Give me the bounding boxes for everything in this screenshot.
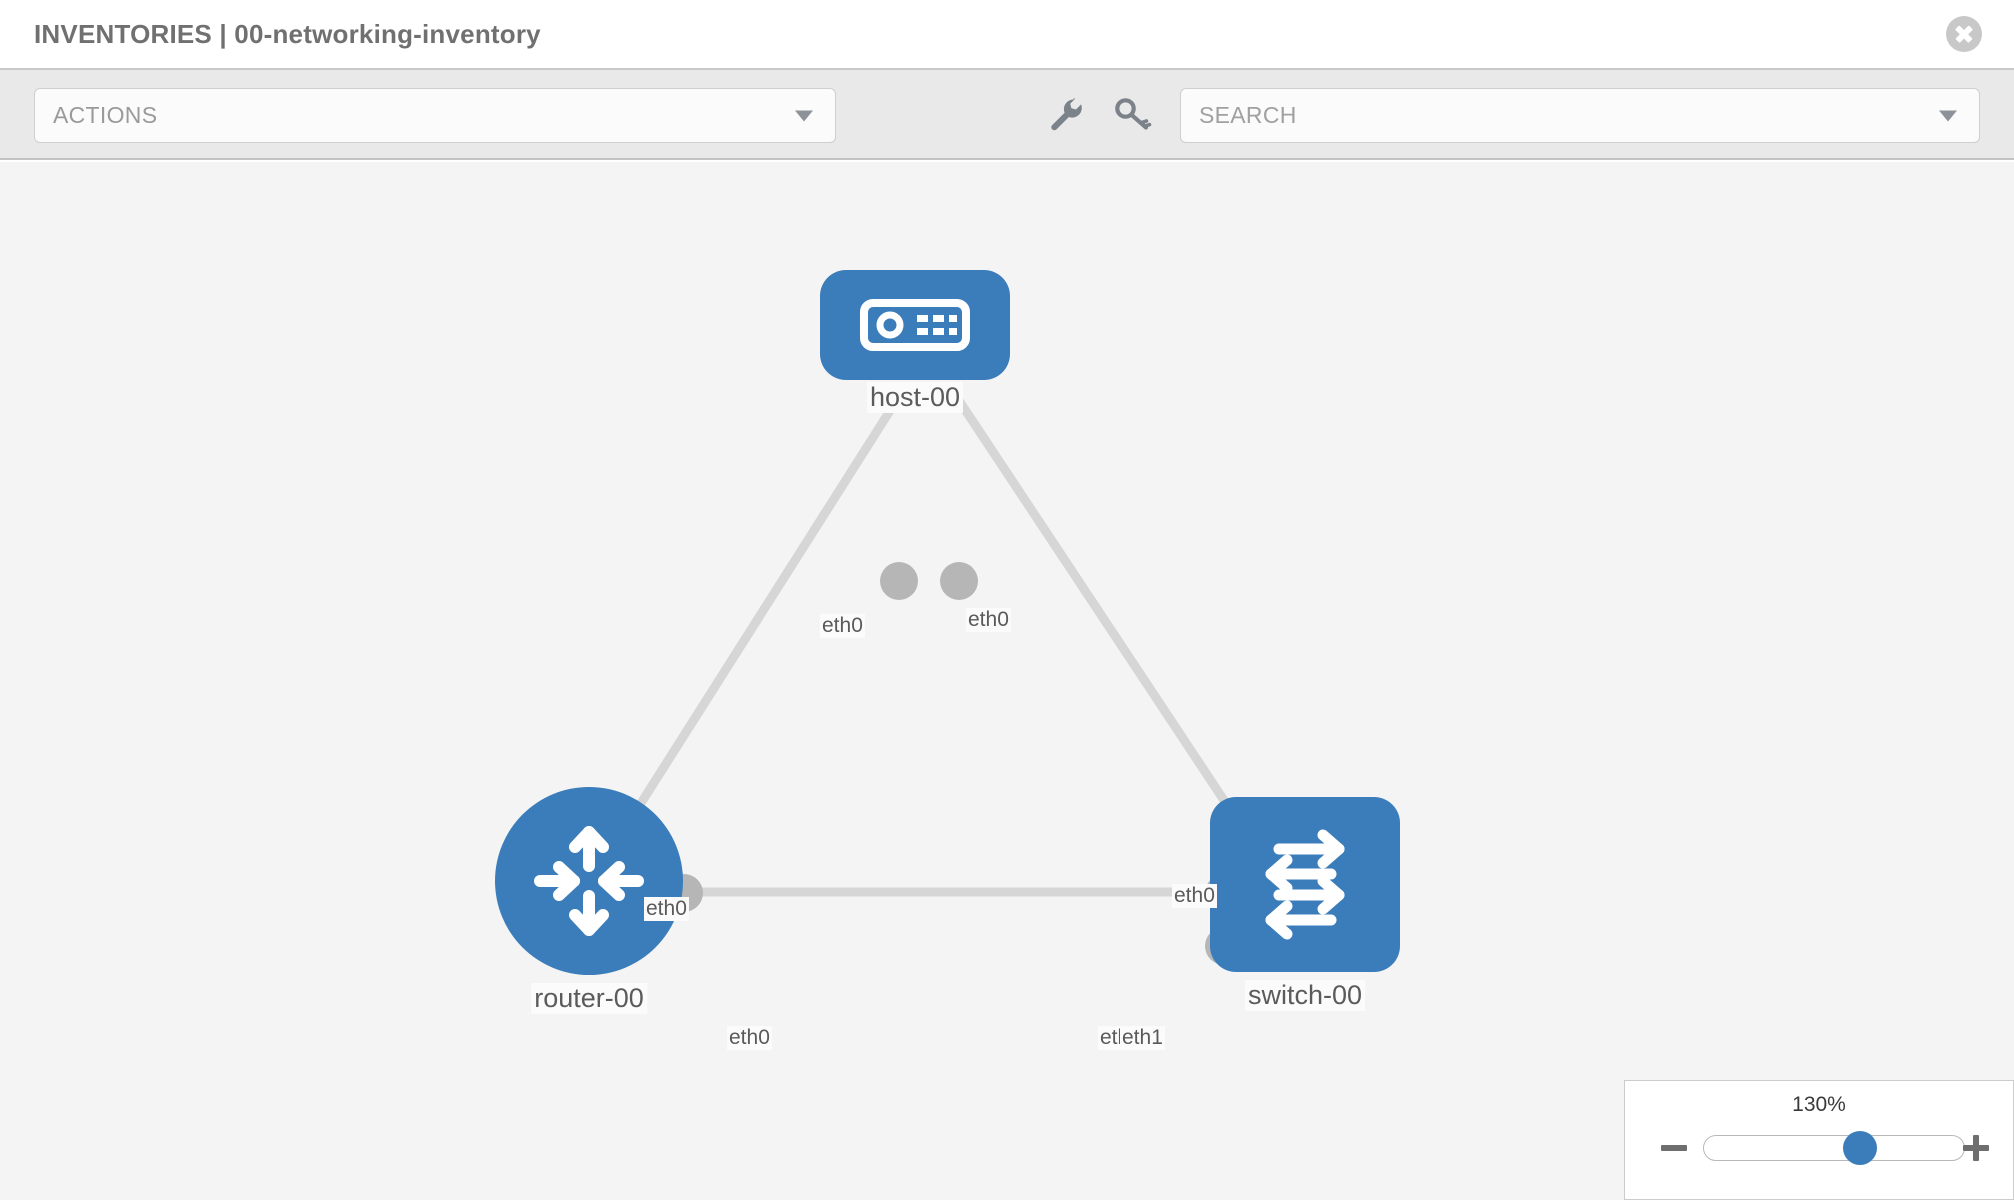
page-title: INVENTORIES | 00-networking-inventory: [34, 18, 541, 49]
key-icon[interactable]: [1110, 92, 1154, 136]
chevron-down-icon: [795, 110, 813, 121]
wrench-icon[interactable]: [1042, 92, 1086, 136]
node-router-00-shape[interactable]: [495, 787, 683, 975]
chevron-down-icon: [1939, 110, 1957, 121]
toolbar: ACTIONS SEARCH: [0, 68, 2014, 160]
actions-dropdown[interactable]: ACTIONS: [34, 88, 836, 143]
server-icon: [860, 299, 970, 351]
zoom-slider-track[interactable]: [1703, 1131, 1965, 1165]
zoom-out-button[interactable]: [1659, 1133, 1689, 1163]
search-input[interactable]: SEARCH: [1180, 88, 1980, 143]
node-switch-00[interactable]: switch-00: [1210, 797, 1400, 1052]
iface-label-router-right: eth0: [727, 1026, 772, 1051]
topology-canvas[interactable]: host-00: [0, 162, 2014, 1200]
iface-label-switch-left: eth1: [1120, 1026, 1165, 1051]
iface-label-host-right: eth0: [966, 608, 1011, 633]
zoom-level-value: 130%: [1792, 1093, 1846, 1116]
node-host-00[interactable]: host-00: [820, 270, 1010, 520]
actions-dropdown-label: ACTIONS: [53, 102, 158, 128]
page-header: INVENTORIES | 00-networking-inventory: [0, 0, 2014, 68]
node-router-00-label[interactable]: router-00: [531, 983, 647, 1014]
connector-handle[interactable]: [940, 562, 978, 600]
topology-edges: [606, 384, 1249, 897]
close-icon[interactable]: [1946, 16, 1982, 52]
iface-label-router-up: eth0: [644, 897, 689, 922]
connector-handle[interactable]: [880, 562, 918, 600]
node-switch-00-label[interactable]: switch-00: [1244, 980, 1366, 1011]
node-switch-00-shape[interactable]: [1210, 797, 1400, 972]
iface-label-host-left: eth0: [820, 614, 865, 639]
zoom-control-panel: 130%: [1624, 1080, 2014, 1200]
zoom-in-button[interactable]: [1961, 1133, 1991, 1163]
iface-label-switch-up: eth0: [1172, 884, 1217, 909]
zoom-slider-thumb[interactable]: [1843, 1131, 1877, 1165]
node-host-00-shape[interactable]: [820, 270, 1010, 380]
search-placeholder: SEARCH: [1199, 102, 1297, 128]
switch-arrows-icon: [1265, 829, 1345, 940]
node-router-00[interactable]: router-00: [495, 787, 683, 1047]
router-arrows-icon: [534, 826, 644, 936]
node-host-00-label[interactable]: host-00: [866, 382, 964, 413]
